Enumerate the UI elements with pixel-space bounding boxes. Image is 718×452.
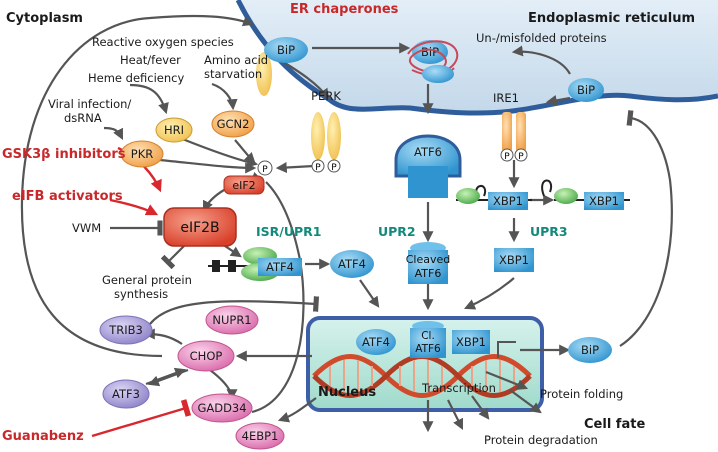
perk-label: PERK <box>311 89 341 103</box>
nupr1-label: NUPR1 <box>212 313 251 327</box>
ire1-p2: P <box>518 152 524 162</box>
cleaved-atf6-label-2: ATF6 <box>415 267 442 280</box>
bip-label-4: BiP <box>581 343 599 357</box>
aa-starvation-label-2: starvation <box>204 67 262 81</box>
atf4-mrna: ATF4 <box>208 247 302 281</box>
bip-label-3: BiP <box>577 83 595 97</box>
eif2b-node: eIF2B <box>163 207 237 247</box>
chop-node: CHOP <box>177 340 235 372</box>
atf6-label: ATF6 <box>414 145 442 159</box>
protein-folding-label: Protein folding <box>540 387 623 401</box>
upr3-label: UPR3 <box>530 224 568 239</box>
nuc-xbp1-label: XBP1 <box>456 335 486 349</box>
eif2-label: eIF2 <box>232 179 255 192</box>
general-protein-label-1: General protein <box>102 273 192 287</box>
viral-label-2: dsRNA <box>64 111 102 125</box>
atf4-protein-label: ATF4 <box>338 257 366 271</box>
misfolded-label: Un-/misfolded proteins <box>476 31 607 45</box>
nuc-atf6-label: ATF6 <box>415 343 441 355</box>
pkr-label: PKR <box>131 147 153 161</box>
misfolded-protein-icon: BiP <box>407 40 459 83</box>
trib3-label: TRIB3 <box>108 323 143 337</box>
perk-p2: P <box>331 163 337 173</box>
p-node: P <box>257 160 273 176</box>
cell-fate-label: Cell fate <box>584 417 645 432</box>
xbp1-label-1: XBP1 <box>493 194 523 208</box>
gcn2-label: GCN2 <box>217 117 250 131</box>
nucleus-label: Nucleus <box>318 385 376 400</box>
nuc-cl-label: Cl. <box>421 330 435 342</box>
general-protein-label-2: synthesis <box>114 287 168 301</box>
eif2-node: eIF2 <box>223 175 265 195</box>
aa-starvation-label-1: Amino acid <box>204 53 268 67</box>
eif2b-label: eIF2B <box>180 220 219 236</box>
trib3-node: TRIB3 <box>99 315 153 345</box>
ire1-p1: P <box>504 152 510 162</box>
gcn2-node: GCN2 <box>211 110 255 138</box>
eifb-activators-label: eIFB activators <box>12 189 123 204</box>
gadd34-node: GADD34 <box>191 393 253 423</box>
transcription-start-icon <box>497 341 516 358</box>
gsk3b-inhibitors-label: GSK3β inhibitors <box>2 147 126 162</box>
nupr1-node: NUPR1 <box>205 305 259 335</box>
cleaved-atf6-label-1: Cleaved <box>406 253 451 266</box>
gadd34-label: GADD34 <box>197 401 246 415</box>
atf4-protein: ATF4 <box>330 250 374 278</box>
bip-label-1: BiP <box>277 43 295 57</box>
ire1-receptor: IRE1 P P <box>493 91 528 162</box>
nuc-xbp1: XBP1 <box>452 330 490 354</box>
bip-right: BiP <box>568 78 604 102</box>
er-chaperones-label: ER chaperones <box>290 2 399 17</box>
cleaved-atf6: Cleaved ATF6 <box>406 242 451 284</box>
bip-left: BiP <box>256 37 308 96</box>
xbp1-unspliced: XBP1 <box>456 185 532 210</box>
heme-label: Heme deficiency <box>88 71 184 85</box>
p-label: P <box>262 165 268 175</box>
viral-label-1: Viral infection/ <box>48 97 131 111</box>
upr2-label: UPR2 <box>378 224 416 239</box>
xbp1-spliced: XBP1 <box>541 179 630 210</box>
pkr-node: PKR <box>120 140 164 168</box>
atf4-mrna-label: ATF4 <box>266 260 294 274</box>
ros-label: Reactive oxygen species <box>92 35 234 49</box>
perk-p1: P <box>315 163 321 173</box>
hri-label: HRI <box>164 123 184 137</box>
bip-output: BiP <box>568 337 612 363</box>
protein-degradation-label: Protein degradation <box>484 433 598 447</box>
chop-label: CHOP <box>190 349 223 363</box>
xbp1-protein: XBP1 <box>494 248 534 272</box>
heat-label: Heat/fever <box>120 53 181 67</box>
atf6-receptor: ATF6 <box>394 134 462 198</box>
atf3-label: ATF3 <box>112 387 140 401</box>
nuc-atf4: ATF4 <box>356 329 396 355</box>
cytoplasm-label: Cytoplasm <box>6 11 83 26</box>
arrows <box>20 14 673 438</box>
er-label: Endoplasmic reticulum <box>528 11 695 26</box>
4ebp1-label: 4EBP1 <box>242 429 279 443</box>
nuc-cl-atf6: Cl. ATF6 <box>410 321 446 358</box>
hri-node: HRI <box>155 117 193 143</box>
guanabenz-label: Guanabenz <box>2 429 84 444</box>
transcription-label: Transcription <box>421 381 496 395</box>
vwm-label: VWM <box>72 221 101 235</box>
er-membrane <box>235 0 718 116</box>
ire1-label: IRE1 <box>493 91 519 105</box>
bip-label-2: BiP <box>421 45 439 59</box>
isr-upr1-label: ISR/UPR1 <box>256 224 321 239</box>
xbp1-label-2: XBP1 <box>589 194 619 208</box>
nuc-atf4-label: ATF4 <box>362 335 390 349</box>
perk-receptor: PERK P P <box>311 89 341 173</box>
4ebp1-node: 4EBP1 <box>235 422 285 450</box>
atf3-node: ATF3 <box>102 379 150 409</box>
xbp1-label-3: XBP1 <box>499 253 529 267</box>
dna-helix-icon <box>312 354 532 398</box>
